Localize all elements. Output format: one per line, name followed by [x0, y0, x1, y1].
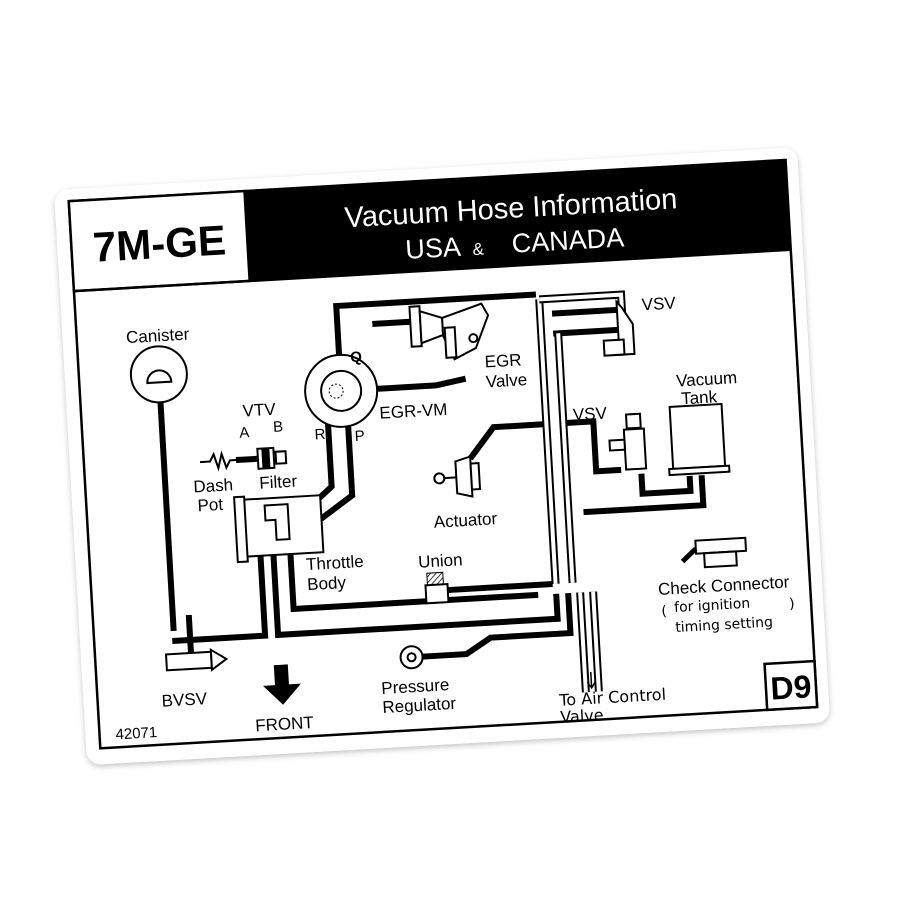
egr-vm: Q R P EGR-VM — [304, 349, 448, 446]
pressure-regulator-label-2: Regulator — [382, 694, 457, 717]
dash-pot-label-1: Dash — [193, 475, 234, 496]
filter-label: Filter — [259, 472, 298, 493]
front-label: FRONT — [255, 713, 315, 735]
throttle-hose-2 — [287, 548, 539, 613]
part-number: 42071 — [115, 724, 158, 743]
vsv-top-hoses — [551, 306, 619, 337]
air-valve-label: Valve — [560, 705, 604, 726]
pressure-regulator: Pressure Regulator — [381, 645, 457, 717]
paren-open: ( — [661, 604, 667, 620]
throttle-body: Throttle Body — [233, 494, 365, 594]
check-connector-note-1: for ignition — [674, 596, 751, 616]
vsv-hose — [563, 418, 622, 475]
vtv-filter-dashpot: VTV A B Dash Pot Filter — [193, 400, 298, 516]
egrvm-p-hose — [307, 410, 356, 531]
egr-valve: EGR Valve — [408, 302, 528, 392]
egr-valve-label-2: Valve — [485, 370, 527, 391]
paren-close: ) — [789, 596, 795, 612]
diagram-code: D9 — [770, 668, 813, 706]
vacuum-tank-label-2: Tank — [681, 387, 718, 408]
port-q-label: Q — [350, 349, 363, 367]
union-hose — [447, 581, 553, 594]
egr-valve-label-1: EGR — [484, 350, 522, 371]
vacuum-tank: Vacuum Tank — [668, 368, 738, 477]
dash-pot-label-2: Pot — [197, 495, 224, 515]
down-arrow-icon — [586, 671, 596, 690]
vsv-tank-hose — [638, 473, 694, 497]
port-p-label: P — [354, 428, 365, 446]
tank-hose — [583, 475, 707, 516]
sticker-background — [54, 148, 830, 765]
throttle-body-label-1: Throttle — [306, 552, 365, 574]
egr-vm-label: EGR-VM — [379, 400, 448, 423]
throttle-return-hose — [270, 549, 561, 639]
bvsv-label: BVSV — [161, 689, 208, 711]
union: Union — [418, 550, 463, 605]
front-arrow-icon — [262, 664, 301, 705]
bvsv-hose-2 — [185, 614, 195, 656]
port-b-label: B — [273, 418, 284, 436]
vsv-top: VSV — [602, 293, 677, 357]
code-box — [763, 659, 819, 712]
egr-valve-hose — [372, 318, 413, 327]
header-divider — [73, 248, 791, 293]
pressure-regulator-label-1: Pressure — [381, 675, 450, 698]
throttle-body-label-2: Body — [307, 573, 347, 594]
pressure-regulator-hose — [421, 592, 574, 660]
check-connector-note-2: timing setting — [675, 614, 773, 636]
front-indicator: FRONT — [255, 664, 315, 735]
port-a-label: A — [239, 424, 250, 442]
vtv-label: VTV — [242, 400, 277, 421]
bvsv: BVSV — [161, 647, 229, 711]
vsv-middle: VSV — [572, 404, 648, 471]
actuator: Actuator — [433, 455, 498, 532]
vacuum-tank-label-1: Vacuum — [676, 368, 738, 390]
title-usa: USA — [405, 232, 462, 265]
canister: Canister — [126, 325, 191, 404]
bvsv-hose — [172, 550, 269, 645]
actuator-label: Actuator — [433, 509, 498, 532]
title-canada: CANADA — [511, 222, 625, 258]
header: 7M-GE Vacuum Hose Information USA & CANA… — [67, 159, 791, 293]
egrvm-egr-hose — [367, 375, 467, 393]
canister-label: Canister — [126, 325, 191, 348]
vacuum-hoses — [156, 291, 707, 660]
title-amp: & — [472, 239, 485, 259]
port-r-label: R — [314, 426, 326, 444]
title-box — [244, 159, 791, 281]
union-label: Union — [418, 550, 463, 572]
canister-hose — [156, 386, 177, 632]
dashpot-hose — [235, 455, 261, 464]
engine-code: 7M-GE — [92, 216, 228, 271]
vsv-top-label: VSV — [641, 293, 677, 314]
egrvm-q-hose — [333, 291, 537, 357]
vsv-middle-label: VSV — [572, 404, 608, 425]
actuator-hose — [467, 421, 544, 461]
